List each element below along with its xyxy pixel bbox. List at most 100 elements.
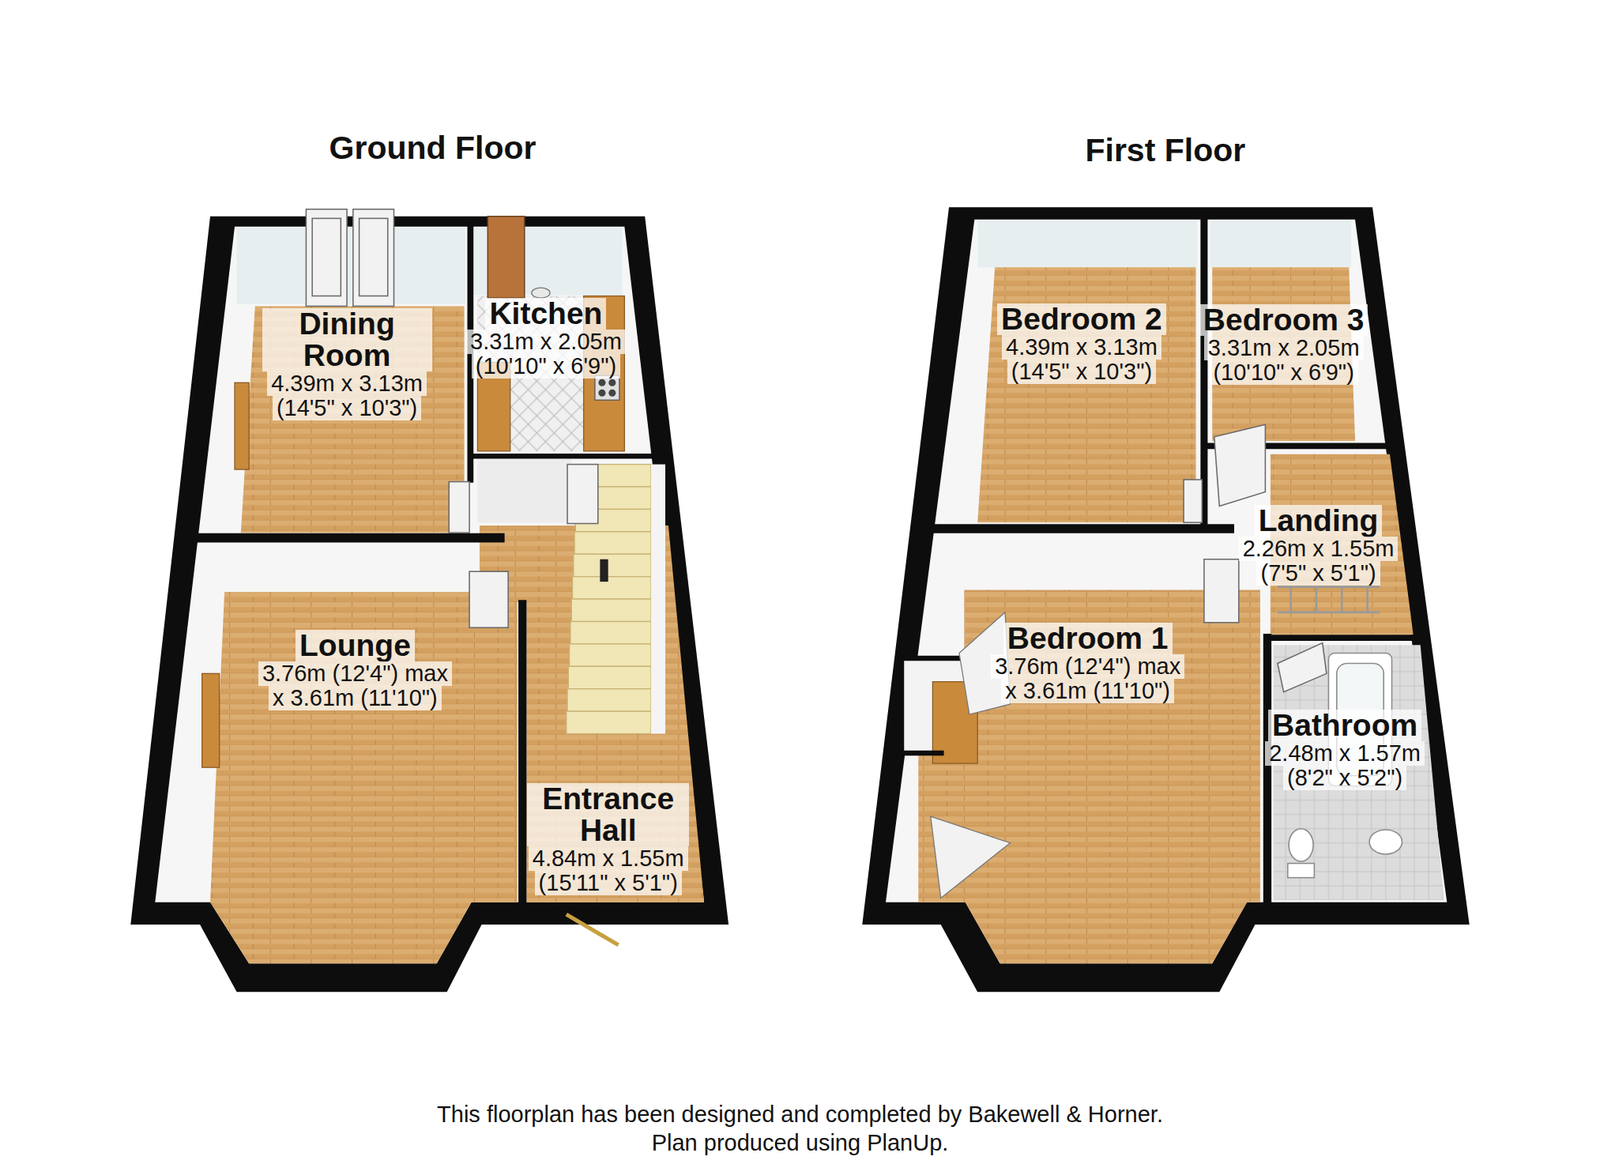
fireplaces — [202, 673, 220, 768]
caption: This floorplan has been designed and com… — [0, 1100, 1600, 1128]
floor-plan: First FloorBedroom 24.39m x 3.13m(14'5" … — [848, 120, 1482, 1006]
first-floor-walls — [862, 207, 1469, 992]
kitchen-fittings — [608, 389, 616, 397]
first-floor-walls — [1210, 220, 1352, 268]
room-dimension: (8'2" x 5'2") — [1283, 765, 1407, 791]
kitchen-fittings — [608, 379, 616, 387]
ground-floor-walls — [237, 227, 466, 305]
wardrobes — [899, 655, 964, 661]
ground-floor-floors — [210, 296, 704, 964]
landing-banister — [1277, 587, 1380, 613]
doors — [359, 218, 388, 296]
fireplaces — [234, 382, 249, 470]
room-name: Entrance Hall — [527, 783, 689, 847]
ground-floor-interior-walls — [518, 604, 527, 903]
floor-title: Ground Floor — [120, 129, 745, 166]
first-floor-interior-walls — [932, 523, 1230, 534]
room-label: Lounge3.76m (12'4") maxx 3.61m (11'10") — [258, 629, 452, 711]
stairs — [571, 598, 652, 622]
first-floor-interior-walls — [1267, 634, 1423, 641]
doors — [312, 218, 341, 296]
room-name: Bedroom 3 — [1199, 304, 1369, 336]
landing-banister — [1289, 587, 1292, 613]
room-dimension: (10'10" x 6'9") — [1208, 360, 1358, 385]
bathroom-fittings — [1288, 828, 1314, 862]
ground-floor-interior-walls — [474, 453, 667, 459]
stairs — [567, 688, 652, 712]
first-floor-floors — [918, 589, 1261, 964]
room-name: Dining Room — [262, 308, 433, 372]
fireplaces — [202, 382, 249, 768]
ground-floor-walls — [154, 226, 704, 964]
room-dimension: 3.31m x 2.05m — [466, 329, 626, 354]
stairs — [574, 531, 652, 554]
room-dimension: 4.39m x 3.13m — [267, 371, 427, 396]
room-name: Lounge — [295, 629, 415, 662]
stairs — [573, 553, 652, 576]
landing-banister — [1277, 585, 1380, 588]
room-dimension: 3.76m (12'4") max — [258, 661, 452, 686]
ground-floor-floors — [479, 525, 704, 903]
floor-title: First Floor — [848, 131, 1482, 169]
doors — [567, 464, 599, 524]
landing-banister — [1277, 611, 1380, 614]
kitchen-fittings — [531, 287, 550, 298]
room-label: Landing2.26m x 1.55m(7'5" x 5'1") — [1238, 504, 1399, 586]
doors — [353, 209, 395, 307]
credit-note: Plan produced using PlanUp. — [0, 1129, 1600, 1156]
bathroom-fittings — [1287, 863, 1315, 878]
room-dimension: (15'11" x 5'1") — [534, 870, 682, 896]
room-dimension: (10'10" x 6'9") — [471, 353, 621, 379]
room-label: Bedroom 24.39m x 3.13m(14'5" x 10'3") — [997, 303, 1167, 384]
doors — [1277, 643, 1327, 693]
doors — [448, 481, 470, 534]
doors — [469, 571, 509, 628]
room-dimension: (14'5" x 10'3") — [1007, 359, 1156, 384]
ground-floor-floors — [477, 459, 572, 523]
room-dimension: (14'5" x 10'3") — [272, 395, 422, 421]
stairs — [566, 711, 652, 734]
stairs — [566, 464, 666, 735]
room-dimension: 2.48m x 1.57m — [1264, 741, 1425, 766]
doors — [1204, 559, 1239, 623]
room-dimension: (7'5" x 5'1") — [1256, 560, 1380, 586]
ground-floor-floors — [240, 305, 465, 533]
doors — [487, 216, 524, 298]
landing-banister — [1340, 587, 1344, 613]
first-floor-walls — [862, 207, 1469, 992]
kitchen-fittings — [598, 389, 606, 397]
kitchen-fittings — [594, 375, 620, 400]
ground-floor-walls — [130, 216, 729, 993]
first-floor-floors — [977, 267, 1196, 523]
floor-plan-drawing — [130, 207, 1469, 992]
first-floor-floors — [918, 267, 1444, 964]
wardrobes — [930, 816, 1011, 898]
room-name: Kitchen — [485, 297, 607, 330]
room-label: Bathroom2.48m x 1.57m(8'2" x 5'2") — [1264, 709, 1425, 791]
room-dimension: x 3.61m (11'10") — [1001, 678, 1175, 704]
stairs — [572, 576, 652, 599]
doors — [305, 209, 347, 307]
stairs — [651, 464, 666, 735]
room-dimension: 3.76m (12'4") max — [990, 654, 1185, 679]
room-label: Entrance Hall4.84m x 1.55m(15'11" x 5'1"… — [527, 783, 689, 896]
floor-plan: Ground FloorDining Room4.39m x 3.13m(14'… — [120, 120, 745, 1006]
bathroom-fittings — [1369, 829, 1402, 855]
room-dimension: 4.84m x 1.55m — [528, 846, 689, 871]
room-label: Bedroom 33.31m x 2.05m(10'10" x 6'9") — [1199, 304, 1369, 385]
room-label: Kitchen3.31m x 2.05m(10'10" x 6'9") — [466, 297, 626, 379]
room-name: Bedroom 1 — [1003, 622, 1173, 655]
room-name: Bedroom 2 — [997, 303, 1167, 336]
room-label: Bedroom 13.76m (12'4") maxx 3.61m (11'10… — [990, 622, 1185, 704]
first-floor-interior-walls — [1263, 637, 1272, 902]
kitchen-fittings — [598, 379, 606, 387]
room-dimension: 4.39m x 3.13m — [1001, 335, 1162, 360]
doors — [1183, 479, 1202, 523]
first-floor-interior-walls — [1200, 219, 1208, 524]
ground-floor-floors — [210, 591, 518, 964]
ground-floor-walls — [130, 216, 729, 993]
room-label: Dining Room4.39m x 3.13m(14'5" x 10'3") — [262, 308, 433, 421]
doors — [566, 914, 619, 945]
first-floor-walls — [977, 220, 1198, 268]
